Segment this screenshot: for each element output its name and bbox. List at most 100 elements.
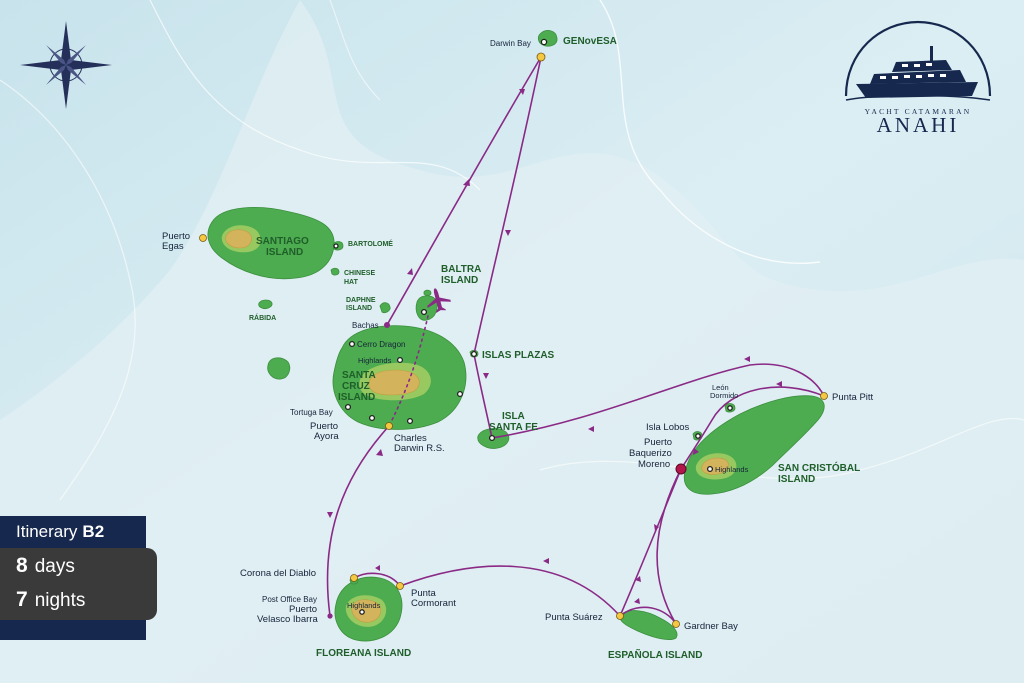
marker-puerto-baquerizo [675,463,687,475]
brand-name: ANAHI [877,113,960,137]
label-daphne-2: ISLAND [346,305,372,312]
label-plazas: ISLAS PLAZAS [482,350,555,361]
marker-bartolome [333,243,339,249]
label-baltra-1: BALTRA [441,264,481,275]
label-charles-darwin-2: Darwin R.S. [394,443,445,454]
route-santafe-puntapitt [491,363,825,439]
marker-genovesa-anchor [536,52,546,62]
marker-punta-pitt [820,392,828,400]
marker-highlands-scr [706,465,714,473]
label-san-cristobal-2: ISLAND [778,474,815,485]
route-bachas-genovesa [386,56,542,326]
label-santiago-1: SANTIAGO [256,236,309,247]
airplane-icon [427,288,451,313]
label-santa-cruz-1: SANTA [342,370,376,381]
days-row: 8 days [16,554,75,578]
marker-puerto-egas [199,234,207,242]
island-genovesa [537,30,558,47]
marker-darwin-bay [540,38,548,46]
label-punta-pitt: Punta Pitt [832,392,874,403]
marker-highlands-sc [396,356,404,364]
sea-contour-5 [329,0,381,101]
days-unit: days [34,556,75,577]
island-rabida [258,299,273,310]
label-genovesa: GENovESA [563,36,617,47]
itinerary-code: B2 [82,522,105,541]
sea-contour-1 [599,0,821,264]
label-charles-darwin-1: Charles [394,433,427,444]
label-post-office-bay: Post Office Bay [262,595,317,604]
label-puerto-baquerizo-3: Moreno [638,459,670,470]
label-puerto-velasco-2: Velasco Ibarra [257,614,318,625]
label-santa-cruz-3: ISLAND [338,392,375,403]
route-genovesa-plazas [473,56,542,355]
route-cormorant-corona [353,572,401,587]
route-suarez-gardner [619,606,677,625]
sea-contour-2 [149,0,481,191]
label-baltra-2: ISLAND [441,275,478,286]
label-puerto-egas-2: Egas [162,241,184,252]
route-plazas-santafe [473,353,493,439]
marker-punta-cormorant [396,582,404,590]
label-corona-del-diablo: Corona del Diablo [240,568,316,579]
label-rabida: RÁBIDA [249,313,276,322]
route-floreana-santacruz [326,425,390,617]
marker-highlands-fl [359,609,365,615]
site-markers [199,38,828,628]
island-santa-cruz [332,325,467,430]
marker-cerro-dragon [348,340,356,348]
itinerary-title: Itinerary B2 [0,516,146,548]
island-santiago [207,207,335,280]
marker-bachas [384,322,390,328]
brand-subtitle: YACHT CATAMARAN [865,107,972,116]
island-chinese-hat [330,267,340,276]
island-pinzon [267,357,291,380]
label-punta-cormorant-1: Punta [411,588,437,599]
marker-baltra-airport [420,308,428,316]
label-punta-suarez: Punta Suárez [545,612,603,623]
sea-contour-4 [539,417,1024,480]
label-isla-lobos: Isla Lobos [646,422,690,433]
label-highlands-sc: Highlands [358,356,392,365]
sea-contour-3 [0,79,136,501]
label-bachas: Bachas [352,321,379,330]
label-espanola: ESPAÑOLA ISLAND [608,648,702,661]
label-gardner-bay: Gardner Bay [684,621,738,632]
marker-plazas [470,350,478,358]
marker-puerto-velasco [327,613,333,619]
marker-sc-4 [456,390,464,398]
label-chinese-hat-1: CHINESE [344,270,375,277]
itinerary-card-footer [0,620,146,640]
marker-punta-suarez [616,612,624,620]
label-daphne-1: DAPHNE [346,297,376,304]
island-espanola [619,610,678,640]
marker-tortuga-bay [344,403,352,411]
island-daphne [379,302,391,314]
nights-number: 7 [16,588,28,611]
label-san-cristobal-1: SAN CRISTÓBAL [778,461,860,474]
label-puerto-velasco-1: Puerto [289,604,317,615]
label-santiago-2: ISLAND [266,247,303,258]
label-leon-dormido-2: Dormido [710,391,738,400]
label-cerro-dragon: Cerro Dragon [357,340,405,349]
island-floreana [334,576,403,642]
label-puerto-ayora-2: Ayora [314,431,339,442]
route-baquerizo-suarez [619,468,682,617]
route-espanola-floreana [399,565,621,617]
days-number: 8 [16,554,28,577]
label-puerto-egas-1: Puerto [162,231,190,242]
label-santa-fe-2: SANTA FE [489,422,538,433]
label-puerto-baquerizo-1: Puerto [644,437,672,448]
route-baltra-transfer [388,315,429,427]
label-puerto-baquerizo-2: Baquerizo [629,448,672,459]
marker-sc-2 [368,414,376,422]
marker-sc-3 [406,417,414,425]
label-punta-cormorant-2: Cormorant [411,598,456,609]
marker-santa-fe [488,434,496,442]
label-bartolome: BARTOLOMÉ [348,239,393,248]
label-puerto-ayora-1: Puerto [310,421,338,432]
label-darwin-bay: Darwin Bay [490,39,531,48]
